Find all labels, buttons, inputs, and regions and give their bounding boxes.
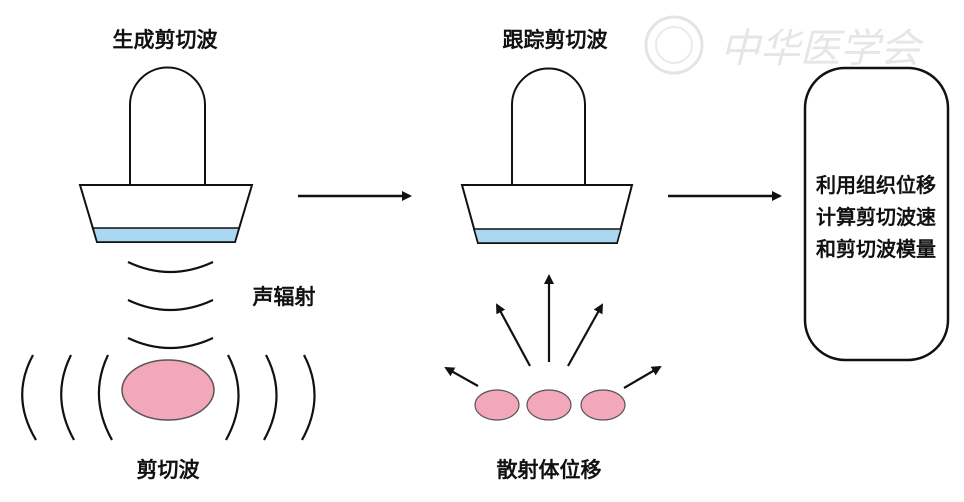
result-line-3: 和剪切波模量 bbox=[816, 237, 936, 261]
label-shear-wave: 剪切波 bbox=[137, 458, 201, 482]
label-radiation: 声辐射 bbox=[252, 285, 316, 309]
transducer-generate bbox=[78, 66, 254, 243]
transducer-strip bbox=[473, 228, 622, 244]
radiation-waves bbox=[127, 261, 214, 350]
tissue-focus bbox=[121, 359, 215, 421]
label-track: 跟踪剪切波 bbox=[503, 28, 609, 52]
result-box bbox=[803, 66, 950, 362]
result-line-1: 利用组织位移 bbox=[816, 173, 936, 197]
scatterers bbox=[474, 389, 626, 421]
displacement-arrows bbox=[444, 274, 662, 389]
transducer-track bbox=[460, 67, 634, 244]
result-line-2: 计算剪切波速 bbox=[816, 205, 936, 229]
transducer-strip bbox=[92, 227, 240, 243]
watermark: 中华医学会 bbox=[644, 15, 924, 75]
watermark-seal-icon bbox=[644, 15, 704, 75]
label-generate: 生成剪切波 bbox=[113, 28, 219, 52]
watermark-text: 中华医学会 bbox=[720, 26, 924, 72]
shear-waves bbox=[21, 354, 316, 441]
label-displacement: 散射体位移 bbox=[497, 458, 602, 482]
